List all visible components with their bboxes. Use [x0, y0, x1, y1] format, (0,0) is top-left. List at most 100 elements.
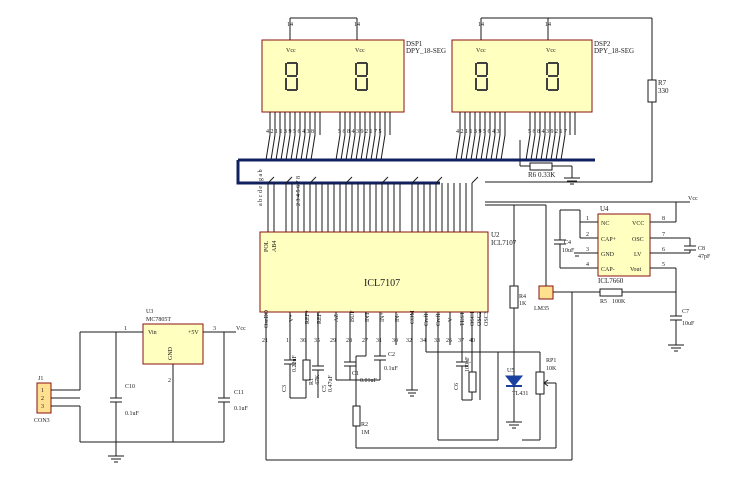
connector-pin2: 2 — [41, 396, 44, 402]
converter-left-nc: NC — [601, 221, 609, 227]
regulator-vout: +5V — [188, 330, 199, 336]
reference-tl431: R4 1K U5 TL431 — [490, 205, 540, 440]
c2-ref: C2 — [388, 352, 395, 358]
c7-value: 10uF — [682, 321, 695, 327]
adc-body — [259, 231, 489, 313]
display-dsp1-digit-right — [355, 62, 368, 91]
adc-pin-label: REF- — [317, 311, 323, 324]
display-dsp2-digit-right — [546, 62, 559, 91]
adc-pin-label: V+ — [289, 314, 295, 322]
svg-text:3: 3 — [586, 247, 589, 253]
converter-icl7660: U4 ICL7660 NC CAP+ GND CAP- VCC OSC LV V… — [485, 196, 698, 285]
c3-label: C3 — [282, 385, 288, 392]
svg-text:27: 27 — [362, 338, 368, 344]
r7-value: 330 — [658, 87, 669, 95]
svg-text:2 3 4 5 6 7 8: 2 3 4 5 6 7 8 — [296, 176, 302, 206]
c8-value: 47pF — [698, 254, 711, 260]
c2-value: 0.1uF — [384, 366, 399, 372]
display-dsp1-vcc-left: Vcc — [286, 48, 296, 54]
svg-text:1: 1 — [586, 216, 589, 222]
regulator-pin-gnd: 2 — [168, 378, 171, 384]
svg-text:33: 33 — [434, 338, 440, 344]
adc-pin-label: BUF — [350, 310, 356, 322]
c11-ref: C11 — [234, 390, 244, 396]
svg-text:32: 32 — [406, 338, 412, 344]
capacitor-c10: C10 0.1uF — [110, 332, 140, 442]
svg-text:4 2 1 1 3 9 5 6 4 3: 4 2 1 1 3 9 5 6 4 3 — [456, 129, 500, 135]
display-dsp2-digit-left — [475, 62, 488, 91]
adc-part: ICL7107 — [491, 239, 517, 247]
adc-pin-label: OscDO — [264, 309, 270, 328]
adc-pin-label: OSC3 — [484, 311, 490, 326]
regulator-u3: U3 MC7805T Vin +5V GND 1 3 2 Vcc — [80, 309, 246, 442]
svg-text:7: 7 — [662, 232, 665, 238]
display-dsp1-part: DPY_18-SEG — [406, 47, 446, 55]
c10-value: 0.1uF — [125, 411, 140, 417]
svg-text:31: 31 — [376, 338, 382, 344]
svg-text:14: 14 — [287, 22, 293, 28]
r5-value: 100K — [612, 299, 626, 305]
regulator-ref: U3 — [146, 309, 153, 315]
c6-value: 100pF — [465, 356, 471, 372]
converter-left-capminus: CAP- — [601, 267, 615, 273]
c7-ref: C7 — [682, 309, 689, 315]
svg-text:1: 1 — [286, 338, 289, 344]
adc-name: ICL7107 — [364, 278, 400, 289]
connector-j1: J1 CON3 1 2 3 — [34, 332, 81, 442]
connector-ref: J1 — [38, 376, 43, 382]
r7-ref: R7 — [658, 79, 667, 87]
converter-right-osc: OSC — [632, 237, 644, 243]
regulator-pin-in: 1 — [124, 326, 127, 332]
adc-pin-label: COM — [410, 310, 416, 324]
converter-right-vcc: VCC — [632, 221, 644, 227]
display-dsp2-body — [451, 39, 593, 113]
svg-text:35: 35 — [314, 338, 320, 344]
svg-text:6: 6 — [662, 247, 665, 253]
display-dsp2-part: DPY_18-SEG — [594, 47, 634, 55]
connector-pin3: 3 — [41, 404, 44, 410]
ground-symbol — [108, 455, 124, 463]
svg-text:5 6 8 4 3 9 2 1 7 5: 5 6 8 4 3 9 2 1 7 5 — [338, 129, 382, 135]
capacitor-c2: C2 0.1uF — [374, 345, 399, 380]
svg-text:a b c d e f g a b: a b c d e f g a b — [257, 169, 264, 206]
display-dsp1-vcc-right: Vcc — [355, 48, 365, 54]
capacitor-c4: C4 10uF — [554, 209, 581, 269]
c4-ref: C4 — [564, 240, 571, 246]
resistor-r6: R6 0.33K — [519, 140, 580, 185]
c3-value: 0.22uF — [292, 355, 298, 373]
rp1-value: 10K — [546, 366, 557, 372]
capacitor-c1: C1 0.01uF — [335, 345, 380, 384]
connector-pin1: 1 — [41, 388, 44, 394]
c11-value: 0.1uF — [234, 406, 249, 412]
adc-pin-label: TEST — [460, 311, 466, 326]
svg-text:28: 28 — [346, 338, 352, 344]
svg-text:36: 36 — [300, 338, 306, 344]
ground-symbol — [406, 389, 418, 397]
u5-value: TL431 — [512, 391, 528, 397]
capacitor-c7: C7 10uF — [668, 309, 695, 352]
svg-text:34: 34 — [420, 338, 426, 344]
svg-text:2: 2 — [586, 232, 589, 238]
svg-text:26: 26 — [446, 338, 452, 344]
svg-text:29: 29 — [330, 338, 336, 344]
capacitor-c11: C11 0.1uF — [218, 332, 249, 442]
converter-left-capplus: CAP+ — [601, 237, 617, 243]
display-dsp2: Vcc Vcc DSP2 DPY_18-SEG 14 14 — [451, 17, 652, 161]
c5-ref: C5 — [322, 385, 328, 392]
c6-ref: C6 — [454, 383, 460, 390]
converter-ref: U4 — [600, 205, 609, 213]
converter-body — [597, 213, 651, 277]
svg-text:4 2 1 1 3 9 5 6 4 3 8: 4 2 1 1 3 9 5 6 4 3 8 — [266, 129, 314, 135]
converter-left-gnd: GND — [601, 252, 615, 258]
data-bus — [236, 158, 595, 185]
display-dsp1-ref: DSP1 — [406, 40, 423, 48]
converter-right-lv: LV — [634, 252, 642, 258]
adc-pin-label: OSC1 — [470, 311, 476, 326]
sensor-lm35: LM35 — [485, 204, 600, 312]
regulator-vcc: Vcc — [236, 326, 246, 332]
adc-left-label-pol: POL — [264, 240, 270, 252]
r2-value: 1M — [361, 430, 370, 436]
regulator-pin-out: 3 — [213, 326, 216, 332]
